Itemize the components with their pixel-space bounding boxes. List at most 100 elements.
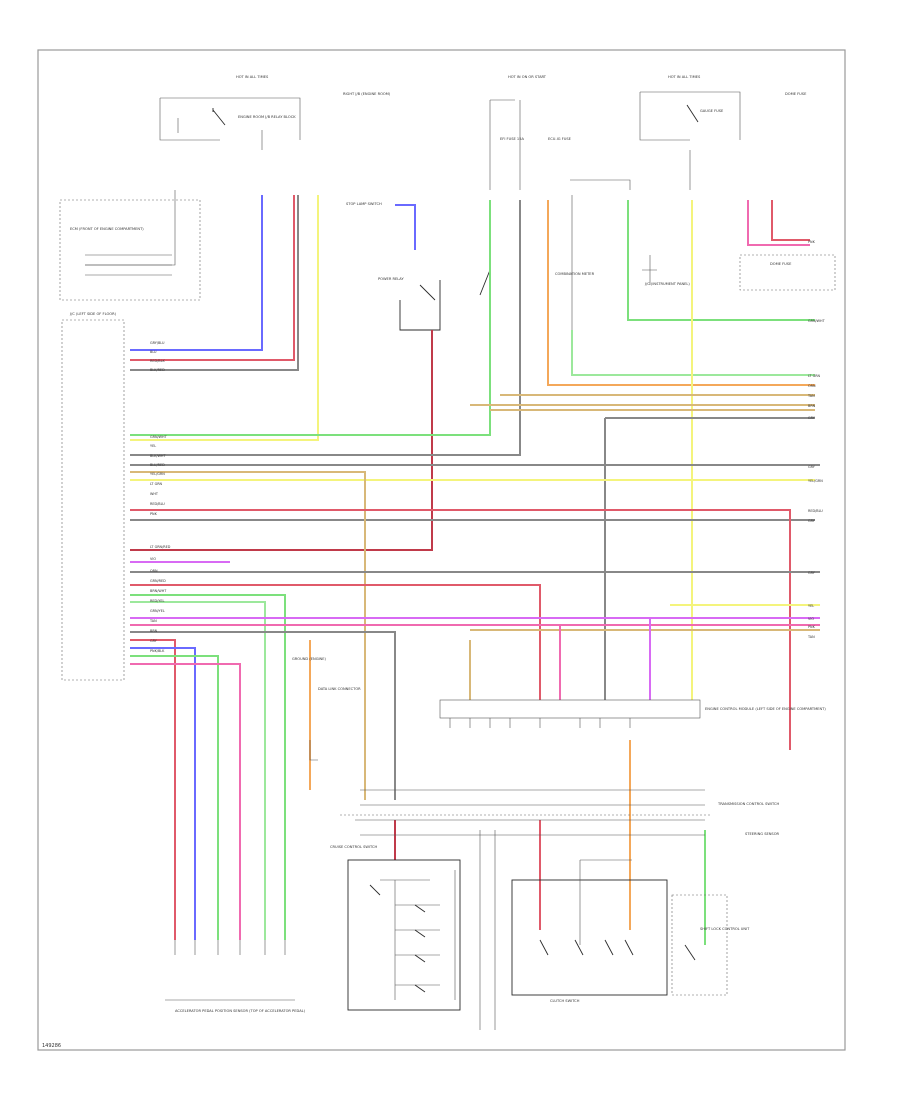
wire-label: TAN (807, 394, 815, 398)
wire-pink-right (747, 200, 810, 246)
clutch-label: CLUTCH SWITCH (550, 999, 580, 1003)
relay-label: ENGINE ROOM J/B RELAY BLOCK (238, 115, 296, 119)
wire-label: GRY (808, 465, 816, 469)
wire-label: GRY (150, 639, 158, 643)
power-label-left: HOT IN ALL TIMES (236, 75, 269, 79)
wire-red-stop (130, 330, 433, 551)
wire-gray-left (130, 195, 299, 371)
wire-label: PNK (808, 240, 816, 244)
wire-label: YEL (150, 444, 156, 448)
shift-lock-label: SHIFT LOCK CONTROL UNIT (700, 927, 750, 931)
connector-row: ENGINE CONTROL MODULE (LEFT SIDE OF ENGI… (439, 699, 826, 728)
wire-label: ORN (808, 384, 816, 388)
right-jb-label: RIGHT J/B (ENGINE ROOM) (343, 92, 391, 96)
wire-green-bus (130, 594, 286, 940)
ground-block: GROUND (ENGINE) DATA LINK CONNECTOR (292, 657, 361, 761)
ecm-left-block: ECM (FRONT OF ENGINE COMPARTMENT) J/C (L… (59, 190, 201, 681)
transmission-label: TRANSMISSION CONTROL SWITCH (717, 802, 779, 806)
fuse-efi-label: EFI FUSE 15A (500, 137, 525, 141)
cruise-switch-block: CRUISE CONTROL SWITCH (330, 845, 461, 1011)
wire-lightgreen-bus (130, 601, 266, 940)
ground-label: GROUND (ENGINE) (292, 657, 327, 661)
power-source-mid: HOT IN ON OR START EFI FUSE 15A ECU-IG F… (489, 75, 631, 190)
fuse-gauge-label: GAUGE FUSE (700, 109, 724, 113)
wire-label: RED/BLU (150, 502, 165, 506)
wire-tan-bus (130, 471, 366, 800)
wire-label: BRN/WHT (150, 589, 167, 593)
wire-orange-mid (547, 200, 815, 386)
wire-label: LT GRN (150, 482, 163, 486)
wire-label: GRN/WHT (808, 319, 826, 323)
wire-harness (130, 195, 820, 945)
combo-meter-label: COMBINATION METER (555, 272, 595, 276)
wire-label: TAN (807, 635, 815, 639)
wire-label: TAN (149, 619, 157, 623)
wire-yellow-left (130, 195, 319, 441)
wire-label: PNK (808, 625, 816, 629)
wire-label: PNK/BLK (150, 649, 165, 653)
distribution-bars: STEERING SENSOR TRANSMISSION CONTROL SWI… (340, 789, 780, 836)
power-source-left: HOT IN ALL TIMES ENGINE ROOM J/B RELAY B… (159, 75, 391, 150)
wire-label: GRY/BLU (150, 341, 165, 345)
fuse-dome-label: DOME FUSE (785, 92, 807, 96)
wire-labels-left: GRY/BLU BLU RED/BLK BLK/RED GRN/WHT YEL … (149, 341, 171, 653)
wire-label: WHT (150, 492, 159, 496)
wire-gray-bus5 (130, 631, 396, 800)
wire-blue-stop (395, 204, 416, 250)
power-relay-label: POWER RELAY (378, 277, 404, 281)
accel-pedal-block: ACCELERATOR PEDAL POSITION SENSOR (TOP O… (165, 940, 306, 1013)
ecm-main-label: ENGINE CONTROL MODULE (LEFT SIDE OF ENGI… (705, 707, 826, 711)
wire-red-mid2 (130, 509, 791, 750)
power-label-mid: HOT IN ON OR START (508, 75, 547, 79)
wire-label: RED/BLK (150, 359, 165, 363)
wire-lightgreen-right (571, 330, 815, 376)
wire-label: RED/BLU (808, 509, 823, 513)
wire-green-mid (130, 200, 491, 436)
power-label-right: HOT IN ALL TIMES (668, 75, 701, 79)
accel-pedal-label: ACCELERATOR PEDAL POSITION SENSOR (TOP O… (175, 1009, 306, 1013)
combo-meter-block: COMBINATION METER J/C (INSTRUMENT PANEL)… (555, 195, 836, 330)
wire-label: GRN/WHT (150, 435, 168, 439)
wire-red-bus5 (130, 584, 541, 700)
wire-label: LT GRN (808, 374, 821, 378)
stop-lamp-switch: STOP LAMP SWITCH POWER RELAY (346, 202, 491, 331)
dlc-label: DATA LINK CONNECTOR (318, 687, 361, 691)
wire-blue-left (130, 195, 263, 351)
wire-label: PNK (150, 512, 158, 516)
stop-lamp-label: STOP LAMP SWITCH (346, 202, 382, 206)
wire-pink-bus2 (130, 663, 241, 940)
wire-green-bus2 (130, 655, 219, 940)
wire-label: BLK/RED (150, 368, 165, 372)
diagram-code: 149286 (42, 1043, 61, 1049)
steering-sensor-label: STEERING SENSOR (745, 832, 780, 836)
wire-label: BLU (150, 350, 157, 354)
power-source-right: HOT IN ALL TIMES GAUGE FUSE DOME FUSE (639, 75, 807, 190)
transmission-switch-block: CLUTCH SWITCH (479, 830, 728, 1030)
wire-green-right (627, 200, 815, 321)
wire-label: YEL (808, 604, 814, 608)
wire-label: GRY (808, 571, 816, 575)
wire-blue-bus (130, 647, 196, 940)
wire-red-left (130, 195, 295, 361)
wire-label: YEL/GRN (150, 472, 165, 476)
wire-label: YEL/GRN (808, 479, 823, 483)
wire-label: LT GRN/RED (150, 545, 171, 549)
wire-label: GRN/YEL (150, 609, 165, 613)
diagram-frame (37, 49, 846, 1051)
ecm-left-label: ECM (FRONT OF ENGINE COMPARTMENT) (70, 227, 144, 231)
wire-label: RED/YEL (150, 599, 164, 603)
wire-label: GRY (808, 416, 816, 420)
jc-left-label: J/C (LEFT SIDE OF FLOOR) (69, 312, 117, 316)
wire-label: GRN/RED (150, 579, 166, 583)
wire-label: BRN (150, 629, 158, 633)
jc-mid-label: J/C (INSTRUMENT PANEL) (644, 282, 690, 286)
dome-relay-label: DOME FUSE (770, 262, 792, 266)
wire-label: GRY (808, 519, 816, 523)
wire-label: BLU/RED (150, 463, 165, 467)
wire-label: BRN (808, 404, 816, 408)
wire-label: VIO (150, 557, 156, 561)
wire-gray-mid (130, 200, 521, 456)
cruise-switch-label: CRUISE CONTROL SWITCH (330, 845, 377, 849)
fuse-ecu-label: ECU-IG FUSE (548, 137, 572, 141)
